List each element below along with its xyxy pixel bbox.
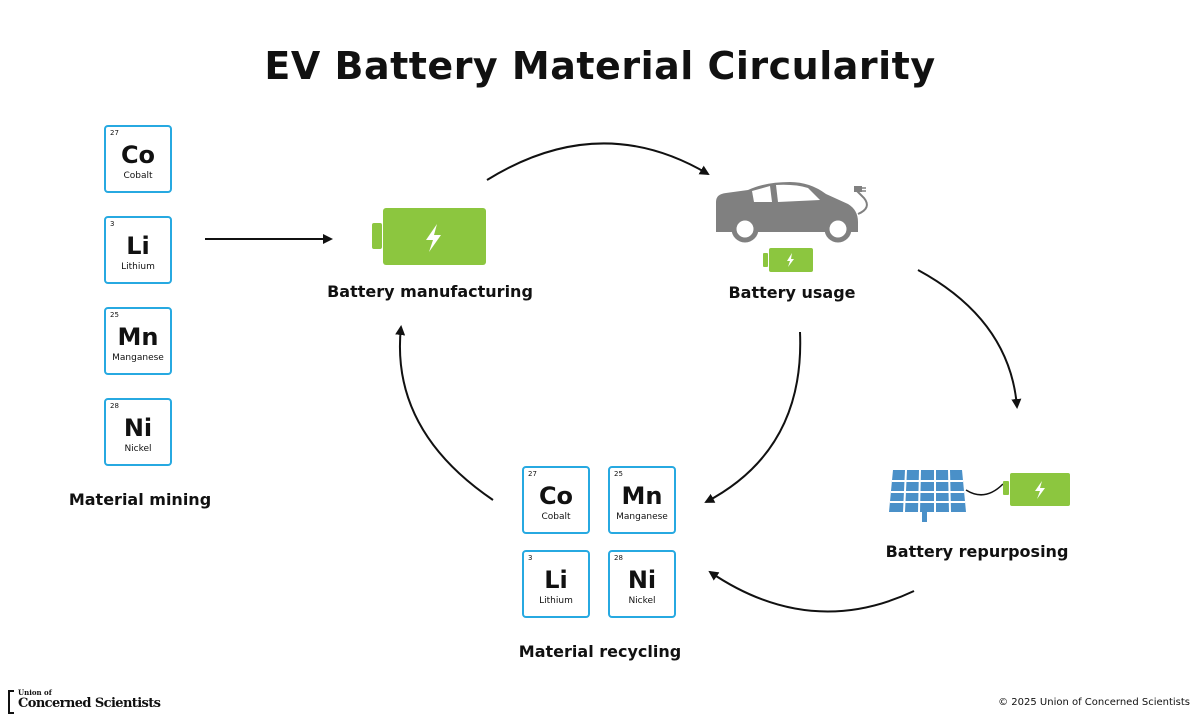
atomic-number: 28 (614, 554, 623, 562)
atomic-number: 25 (110, 311, 119, 319)
atomic-number: 27 (110, 129, 119, 137)
arrow-manufacturing-to-usage (486, 142, 710, 181)
atomic-number: 25 (614, 470, 623, 478)
element-symbol: Li (126, 232, 150, 260)
repurposed-battery-icon (1003, 473, 1070, 506)
element-tile-lithium: 3 Li Lithium (104, 216, 172, 284)
element-name: Nickel (628, 596, 656, 606)
logo-small-text: Union of (18, 688, 52, 697)
arrow-usage-to-recycling (704, 331, 802, 503)
element-name: Manganese (616, 512, 668, 522)
atomic-number: 28 (110, 402, 119, 410)
electric-car-icon (716, 182, 868, 243)
recycled-tile-manganese: 25 Mn Manganese (608, 466, 676, 534)
element-symbol: Li (544, 566, 568, 594)
element-name: Nickel (124, 444, 152, 454)
page-title: EV Battery Material Circularity (264, 44, 936, 88)
element-name: Manganese (112, 353, 164, 363)
element-name: Lithium (121, 262, 155, 272)
element-name: Cobalt (123, 171, 153, 181)
car-battery-icon (763, 248, 813, 272)
recycled-tile-cobalt: 27 Co Cobalt (522, 466, 590, 534)
label-battery-usage: Battery usage (728, 283, 856, 302)
element-tile-cobalt: 27 Co Cobalt (104, 125, 172, 193)
copyright-text: © 2025 Union of Concerned Scientists (998, 697, 1190, 708)
element-symbol: Mn (117, 323, 159, 351)
element-symbol: Mn (621, 482, 663, 510)
recycled-tile-nickel: 28 Ni Nickel (608, 550, 676, 618)
element-symbol: Co (538, 482, 574, 510)
element-symbol: Ni (627, 566, 657, 594)
recycled-tile-lithium: 3 Li Lithium (522, 550, 590, 618)
label-battery-manufacturing: Battery manufacturing (327, 282, 533, 301)
ucs-logo: Union of Concerned Scientists (8, 689, 168, 715)
element-tile-nickel: 28 Ni Nickel (104, 398, 172, 466)
arrow-usage-to-repurposing (917, 269, 1022, 409)
logo-big-text: Concerned Scientists (18, 696, 161, 711)
label-material-mining: Material mining (68, 490, 212, 509)
label-material-recycling: Material recycling (518, 642, 682, 661)
atomic-number: 3 (528, 554, 533, 562)
solar-panel-icon (889, 469, 1004, 522)
element-name: Cobalt (541, 512, 571, 522)
element-symbol: Ni (123, 414, 153, 442)
element-symbol: Co (120, 141, 156, 169)
element-name: Lithium (539, 596, 573, 606)
atomic-number: 27 (528, 470, 537, 478)
atomic-number: 3 (110, 220, 115, 228)
battery-icon (372, 208, 486, 265)
arrow-repurposing-to-recycling (708, 570, 915, 613)
label-battery-repurposing: Battery repurposing (885, 542, 1069, 561)
element-tile-manganese: 25 Mn Manganese (104, 307, 172, 375)
arrow-recycling-to-manufacturing (395, 325, 494, 501)
logo-bracket (8, 690, 14, 714)
